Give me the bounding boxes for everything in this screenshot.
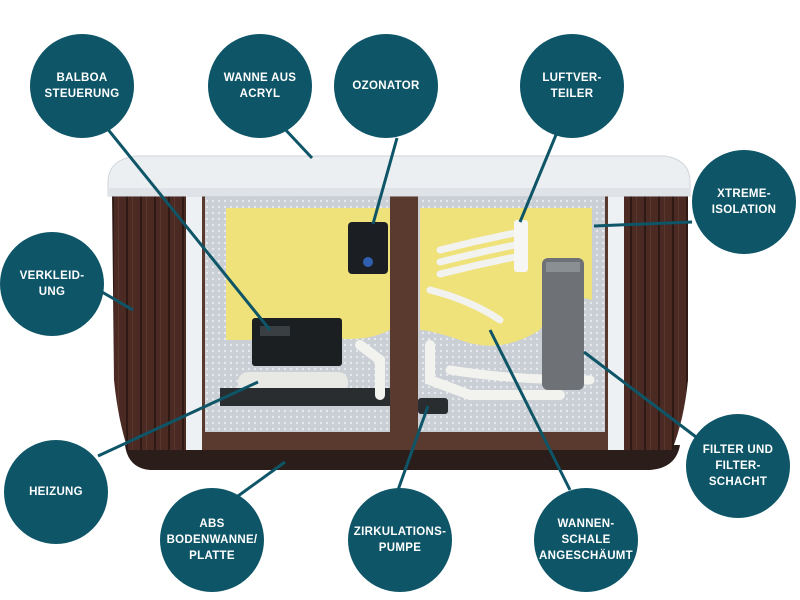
filter-canister [542, 258, 584, 390]
label-abs-bodenwanne: ABS BODENWANNE/ PLATTE [160, 488, 264, 592]
leader-lines [97, 121, 701, 498]
leader-luftverteiler [518, 129, 560, 223]
leader-zirkulation [396, 405, 430, 491]
air-manifold [514, 220, 528, 272]
leader-wannenschale [488, 329, 572, 491]
cabinet-left [112, 192, 188, 450]
center-post [390, 192, 418, 450]
ozonator-device [348, 222, 388, 274]
label-wanne-aus-acryl: WANNE AUS ACRYL [208, 34, 312, 138]
label-verkleidung: VERKLEID- UNG [0, 232, 104, 336]
label-zirkulationspumpe: ZIRKULATIONS- PUMPE [348, 488, 452, 592]
label-heizung: HEIZUNG [4, 440, 108, 544]
cabinet-right [622, 192, 688, 450]
leader-heizung [97, 380, 259, 458]
abs-base-pan [125, 445, 680, 470]
leader-abs [237, 460, 286, 498]
label-luftverteiler: LUFTVER- TEILER [520, 34, 624, 138]
leader-filter [583, 350, 701, 442]
leader-xtreme [593, 220, 693, 228]
leader-balboa [100, 121, 272, 331]
leader-ozonator [371, 137, 399, 225]
label-filter-schacht: FILTER UND FILTER- SCHACHT [686, 414, 790, 518]
circulation-pump [418, 398, 448, 414]
label-balboa-steuerung: BALBOA STEUERUNG [30, 34, 134, 138]
label-wannenschale: WANNEN- SCHALE ANGESCHÄUMT [534, 488, 638, 592]
leader-verkleidung [101, 290, 134, 312]
hot-tub [107, 155, 691, 470]
label-ozonator: OZONATOR [334, 34, 438, 138]
leader-wanne [280, 124, 314, 160]
label-xtreme-isolation: XTREME- ISOLATION [692, 150, 796, 254]
